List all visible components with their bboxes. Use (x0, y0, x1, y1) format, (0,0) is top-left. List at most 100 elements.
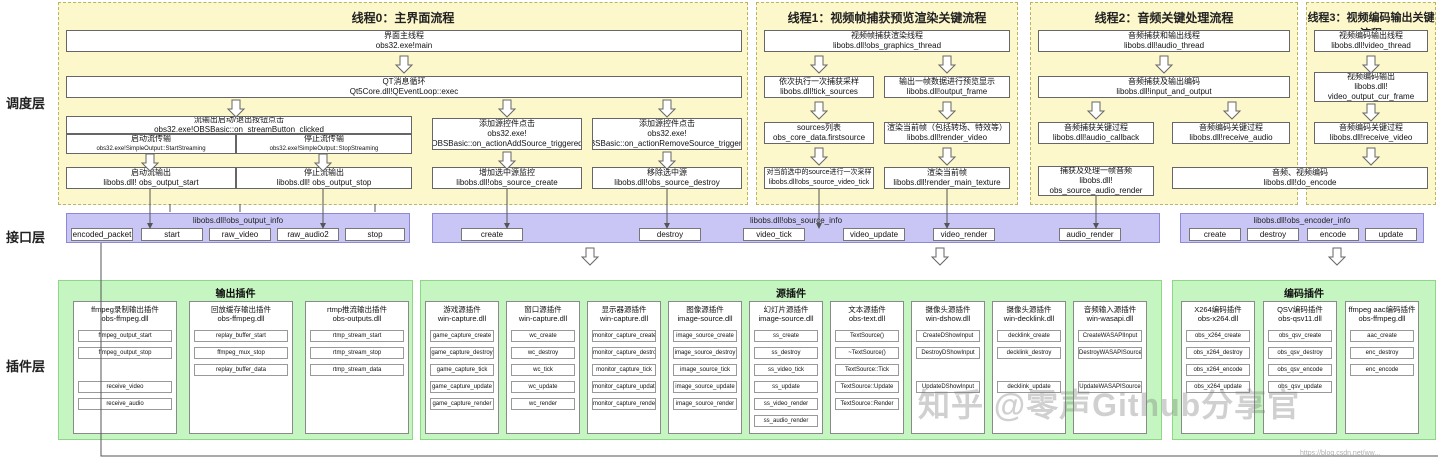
flow-arrow (140, 153, 160, 172)
plugin-function-item: ss_video_render (754, 398, 818, 410)
box-line: libobs.dll!video_thread (1331, 41, 1411, 50)
plugin-card-title-line: ffmpeg录制输出插件 (91, 305, 159, 314)
box-line: 视频帧捕获渲染线程 (851, 31, 923, 40)
plugin-function-item: TextSource::Tick (835, 364, 899, 376)
main-thread-box: 界面主线程 obs32.exe!main (66, 30, 742, 52)
plugin-function-item: image_source_tick (673, 364, 737, 376)
box-line: libobs.dll! (1079, 176, 1113, 185)
box-line: 音频捕获和输出线程 (1128, 31, 1200, 40)
panel-title: 编码插件 (1284, 289, 1324, 300)
flow-arrow (930, 247, 950, 266)
box-line: libobs.dll!output_frame (906, 87, 988, 96)
iface-item-destroy: destroy (639, 228, 701, 241)
plugin-card-title-line: X264编码插件 (1194, 305, 1242, 314)
box-line: 视频编码输出线程 (1339, 31, 1403, 40)
video-thread-box: 视频编码输出线程 libobs.dll!video_thread (1314, 30, 1428, 52)
plugin-function-item: obs_qsv_create (1268, 330, 1332, 342)
plugin-card-title-line: 幻灯片源插件 (763, 305, 809, 314)
box-line: 音频编码关键过程 (1339, 123, 1403, 132)
audio-thread-box: 音频捕获和输出线程 libobs.dll!audio_thread (1038, 30, 1290, 52)
box-line: 视频编码输出 (1347, 72, 1395, 81)
input-and-output-box: 音频捕获及输出编码 libobs.dll!input_and_output (1038, 76, 1290, 98)
box-line: QT消息循环 (382, 77, 426, 86)
iface-output-info: libobs.dll!obs_output_info encoded_packe… (66, 213, 410, 243)
iface-item-raw-video: raw_video (209, 228, 271, 241)
iface-item-audio-render: audio_render (1059, 228, 1121, 241)
plugin-function-item: obs_x264_destroy (1186, 347, 1250, 359)
plugin-card-title-line: obs-ffmpeg.dll (217, 314, 265, 323)
lane-title: 线程1：视频帧捕获预览渲染关键流程 (787, 11, 987, 25)
plugin-function-item: replay_buffer_data (194, 364, 288, 376)
plugin-function-item: image_source_destroy (673, 347, 737, 359)
box-line: OBSBasic::on_actionAddSource_triggered (432, 139, 582, 148)
box-line: libobs.dll! obs_output_stop (276, 178, 372, 187)
iface-item-destroy: destroy (1247, 228, 1299, 241)
plugin-card-title-line: rtmp推流输出插件 (327, 305, 387, 314)
flow-arrow (809, 55, 829, 74)
layer-label-plugin: 插件层 (6, 359, 46, 374)
iface-item-stop: stop (345, 228, 405, 241)
plugin-function-item: aac_create (1350, 330, 1414, 342)
watermark-url: https://blog.csdn.net/ww... (1300, 450, 1381, 457)
plugin-function-item: monitor_capture_render (592, 398, 656, 410)
box-line: libobs.dll!receive_video (1329, 133, 1413, 142)
box-line: 音频、视频编码 (1272, 168, 1328, 177)
plugin-card-title-line: win-capture.dll (437, 314, 487, 323)
box-line: libobs.dll!render_video (906, 133, 988, 142)
plugin-function-item: ss_video_tick (754, 364, 818, 376)
plugin-function-item: game_capture_destroy (430, 347, 494, 359)
box-line: 添加源控件点击 (639, 119, 695, 128)
plugin-function-item: image_source_update (673, 381, 737, 393)
box-line: 捕获及处理一帧音频 (1060, 166, 1132, 175)
plugin-card-title-line: 游戏源插件 (443, 305, 481, 314)
plugin-function-item: ss_create (754, 330, 818, 342)
plugin-function-item: monitor_capture_tick (592, 364, 656, 376)
box-line: 启动流输出 (131, 168, 171, 177)
receive-audio-box: 音频编码关键过程 libobs.dll!receive_audio (1172, 122, 1290, 144)
flow-arrow (1361, 55, 1381, 74)
box-line: obs_core_data.firstsource (772, 133, 866, 142)
plugin-card-title-line: win-dshow.dll (925, 314, 971, 323)
iface-item-video-render: video_render (933, 228, 995, 241)
box-line: 渲染当前帧（包括转场、特效等） (887, 123, 1007, 132)
plugin-function-item: TextSource::Update (835, 381, 899, 393)
plugin-function-item: decklink_create (997, 330, 1061, 342)
render-video-box: 渲染当前帧（包括转场、特效等） libobs.dll!render_video (884, 122, 1010, 144)
graphics-thread-box: 视频帧捕获渲染线程 libobs.dll!obs_graphics_thread (764, 30, 1010, 52)
box-line: obs32.exe! (647, 129, 687, 138)
box-line: libobs.dll!obs_source_video_tick (768, 179, 870, 186)
plugin-function-item: rtmp_stream_data (310, 364, 404, 376)
plugin-function-item: DestroyWASAPISource (1078, 347, 1142, 359)
plugin-card-title-line: obs-text.dll (848, 314, 886, 323)
plugin-function-item: game_capture_render (430, 398, 494, 410)
box-line: 输出一帧数据进行预览显示 (899, 77, 995, 86)
box-line: 停止流传输 (304, 134, 344, 143)
panel-title: 源插件 (776, 289, 806, 300)
box-line: libobs.dll!obs_source_create (456, 178, 558, 187)
plugin-card-title-line: 图像源插件 (686, 305, 724, 314)
plugin-function-item: ss_destroy (754, 347, 818, 359)
box-line: obs32.exe!SimpleOutput::StopStreaming (269, 146, 379, 152)
plugin-card-title-line: win-decklink.dll (1003, 314, 1055, 323)
plugin-function-item: UpdateDShowInput (916, 381, 980, 393)
flow-arrow (1222, 101, 1242, 120)
box-line: 启动流传输 (131, 134, 171, 143)
plugin-function-item: obs_qsv_update (1268, 381, 1332, 393)
audio-render-box: 捕获及处理一帧音频 libobs.dll! obs_source_audio_r… (1038, 166, 1154, 196)
flow-arrow (809, 147, 829, 166)
